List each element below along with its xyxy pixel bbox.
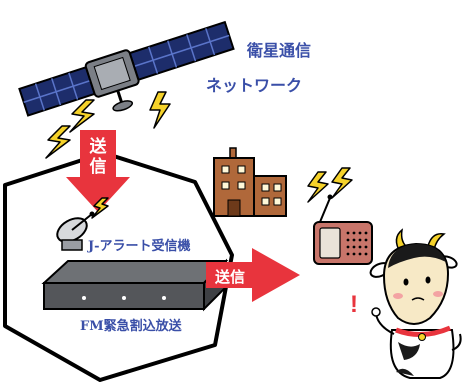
cow-character-icon [369,228,462,379]
j-alert-label: J-アラート受信機 [87,238,191,254]
lightning-icon [45,91,171,159]
receiver-device-icon [41,258,229,312]
send-arrow-vertical [66,130,130,212]
send-label-horizontal: 送信 [214,268,245,286]
coverage-area-outline [3,151,234,382]
send-arrow-horizontal [206,248,300,302]
lightning-icon [307,167,353,203]
exclamation-mark: ! [350,291,358,318]
send-label-vertical-1: 送 [90,136,108,157]
satellite-label-line2: ネットワーク [206,76,302,95]
satellite-dish-icon [56,211,95,251]
lightning-icon [91,197,109,219]
fm-broadcast-label: FM緊急割込放送 [80,318,183,334]
satellite-icon [18,20,235,117]
satellite-label-line1: 衛星通信 [246,41,311,60]
send-label-vertical-2: 信 [90,156,107,177]
radio-icon [313,194,373,265]
building-icon [213,147,287,217]
